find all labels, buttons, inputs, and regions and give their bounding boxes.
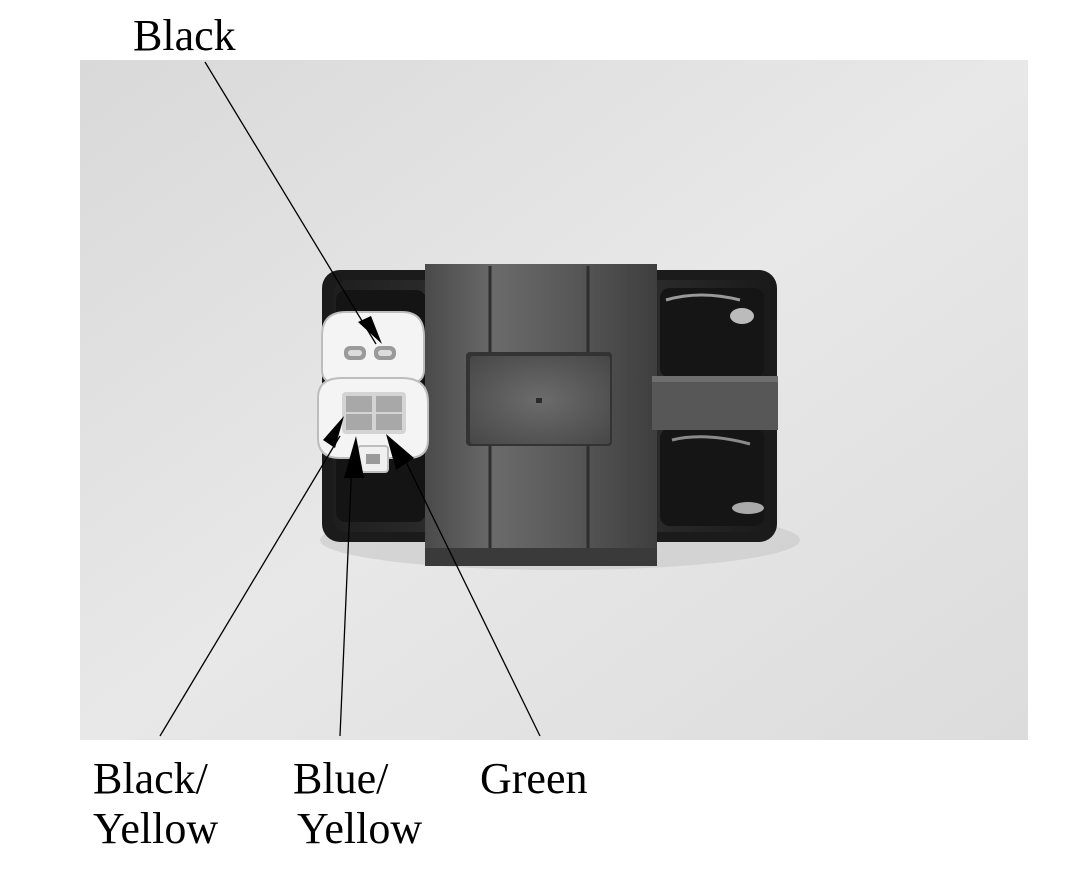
- arrowhead-black: [358, 316, 382, 344]
- arrowhead-blue-yellow: [344, 436, 364, 478]
- label-black-yellow-line1: Black/: [93, 754, 209, 803]
- arrowhead-black-yellow: [323, 416, 344, 448]
- upper-connector: [321, 311, 425, 385]
- arrowhead-green: [386, 434, 414, 470]
- leader-line-green: [405, 461, 541, 737]
- leader-lines: [159, 61, 541, 737]
- label-black-yellow-line2: Yellow: [93, 804, 218, 853]
- center-block: [466, 352, 612, 446]
- leader-line-black-yellow: [159, 435, 341, 737]
- label-black: Black: [133, 11, 236, 60]
- leader-line-black: [204, 61, 377, 345]
- label-blue-yellow-line2: Yellow: [297, 804, 422, 853]
- lower-connector: [317, 377, 429, 473]
- photo: [80, 60, 1028, 740]
- label-blue-yellow-line1: Blue/: [293, 754, 389, 803]
- leader-line-blue-yellow: [339, 459, 353, 737]
- wire-labels: Black Black/ Yellow Blue/ Yellow Green: [93, 11, 588, 853]
- label-green: Green: [480, 754, 588, 803]
